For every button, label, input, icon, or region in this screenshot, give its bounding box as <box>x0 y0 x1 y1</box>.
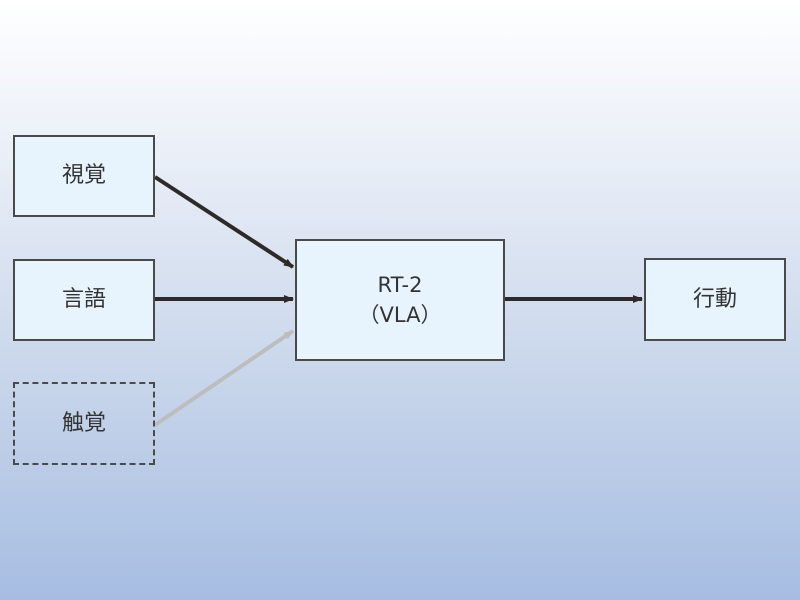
node-language-label: 言語 <box>61 287 106 312</box>
node-action-label: 行動 <box>692 286 737 312</box>
node-touch-label: 触覚 <box>61 410 106 436</box>
node-model: RT-2 （VLA） <box>295 239 505 361</box>
edge-touch-to-model <box>153 329 295 427</box>
node-touch: 触覚 <box>13 382 155 465</box>
node-model-title: RT-2 <box>377 273 423 297</box>
node-model-subtitle: （VLA） <box>358 303 442 327</box>
node-vision-label: 視覚 <box>61 163 106 188</box>
edge-vision-to-model <box>153 175 295 269</box>
node-action: 行動 <box>644 258 786 341</box>
node-language: 言語 <box>13 259 155 341</box>
node-vision: 視覚 <box>13 135 155 217</box>
